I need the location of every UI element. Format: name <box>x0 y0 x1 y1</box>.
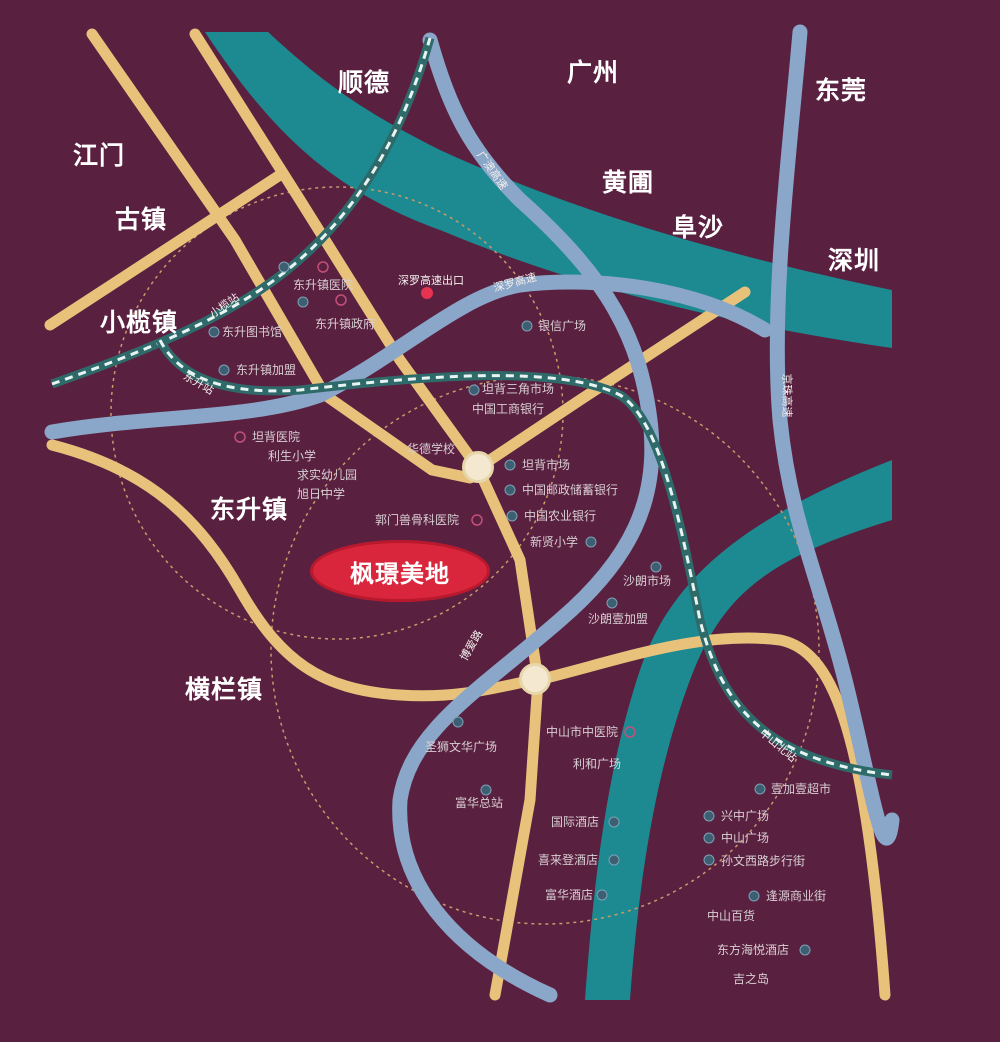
poi-tanbei-hospital[interactable]: 坦背医院 <box>252 430 301 444</box>
road-label-shenluo-exit: 深罗高速出口 <box>398 274 464 287</box>
region-label-dongguan: 东莞 <box>815 76 868 105</box>
poi-shalang-market[interactable]: 沙朗市场 <box>623 574 672 588</box>
poi-zhongshan-plaza[interactable]: 中山广场 <box>721 831 770 845</box>
region-label-henglan: 横栏镇 <box>185 675 264 704</box>
poi-dongsheng-gov[interactable]: 东升镇政府 <box>315 317 376 331</box>
poi-marker <box>208 326 220 338</box>
expressway-shenluo <box>44 274 773 440</box>
poi-shengshi[interactable]: 圣狮文华广场 <box>425 740 498 754</box>
poi-xinxian-school[interactable]: 新贤小学 <box>530 535 579 549</box>
region-label-jiangmen: 江门 <box>73 141 126 170</box>
expressway-east <box>769 24 900 846</box>
poi-oriental-hotel[interactable]: 东方海悦酒店 <box>717 943 790 957</box>
poi-dongsheng-post[interactable]: 东升镇加盟 <box>236 363 297 377</box>
poi-marker <box>504 459 516 471</box>
region-label-shenzhen: 深圳 <box>828 246 881 275</box>
poi-lihua[interactable]: 利和广场 <box>573 757 622 771</box>
avenue-south-curve <box>46 439 891 1001</box>
poi-animal-hospital[interactable]: 郭门兽骨科医院 <box>375 513 460 527</box>
region-label-xiaolan: 小榄镇 <box>100 308 179 337</box>
poi-marker <box>799 944 811 956</box>
poi-xilaideng[interactable]: 喜来登酒店 <box>538 853 599 867</box>
poi-marker <box>606 597 618 609</box>
poi-marker <box>754 783 766 795</box>
poi-icbc[interactable]: 中国工商银行 <box>472 402 545 416</box>
exit-marker <box>421 287 433 299</box>
poi-intl-hotel[interactable]: 国际酒店 <box>551 815 600 829</box>
poi-marker <box>480 784 492 796</box>
poi-marker <box>703 854 715 866</box>
poi-middle-school[interactable]: 旭日中学 <box>297 487 346 501</box>
poi-supermarket[interactable]: 壹加壹超市 <box>771 782 832 796</box>
poi-library[interactable]: 东升图书馆 <box>222 325 283 339</box>
region-label-guzhen: 古镇 <box>115 205 168 234</box>
poi-yinxin[interactable]: 银信广场 <box>538 319 587 333</box>
poi-marker <box>504 484 516 496</box>
poi-shalang-post[interactable]: 沙朗壹加盟 <box>588 612 649 626</box>
expressway-guangao <box>392 32 660 1003</box>
poi-jizhidao[interactable]: 吉之岛 <box>733 972 770 986</box>
avenue-xiaolan <box>44 169 286 331</box>
poi-zhongshan-dept[interactable]: 中山百货 <box>707 909 756 923</box>
junction-south <box>519 663 551 695</box>
project-brand-badge[interactable]: 枫璟美地 <box>310 540 490 602</box>
road-label-express-rail: 京珠高速 <box>780 373 794 418</box>
poi-marker <box>278 261 290 273</box>
poi-tanzhou[interactable]: 坦背三角市场 <box>482 382 555 396</box>
railway-guangzhu-dash <box>51 37 432 386</box>
poi-marker <box>506 510 518 522</box>
poi-marker <box>218 364 230 376</box>
region-label-fusha: 阜沙 <box>672 213 725 242</box>
poi-marker <box>521 320 533 332</box>
river-north <box>205 32 892 348</box>
poi-tanbei-market[interactable]: 坦背市场 <box>522 458 571 472</box>
region-label-guangzhou: 广州 <box>567 58 620 87</box>
junction-north <box>462 451 494 483</box>
poi-marker <box>748 890 760 902</box>
river-east <box>585 460 892 1000</box>
region-label-huangyuan: 黄圃 <box>602 168 655 197</box>
poi-tcm-hospital[interactable]: 中山市中医院 <box>546 725 619 739</box>
poi-kindergarten[interactable]: 求实幼儿园 <box>297 468 358 482</box>
poi-dongsheng-hospital[interactable]: 东升镇医院 <box>293 278 354 292</box>
region-label-dongsheng: 东升镇 <box>210 495 289 524</box>
hospital-marker <box>471 514 483 526</box>
poi-fuhua[interactable]: 富华总站 <box>455 796 504 810</box>
project-brand-name: 枫璟美地 <box>350 559 450 588</box>
poi-lisheng-school[interactable]: 利生小学 <box>268 449 317 463</box>
hospital-marker <box>335 294 347 306</box>
poi-sunwen[interactable]: 孙文西路步行街 <box>721 854 806 868</box>
poi-marker <box>596 889 608 901</box>
poi-marker <box>468 384 480 396</box>
poi-marker <box>703 810 715 822</box>
railway-dongsheng-dash <box>158 339 893 777</box>
poi-post-bank[interactable]: 中国邮政储蓄银行 <box>522 483 619 497</box>
avenue-east <box>472 286 751 474</box>
poi-marker <box>297 296 309 308</box>
region-label-shunde: 顺德 <box>338 68 391 97</box>
hospital-marker <box>234 431 246 443</box>
hospital-marker <box>317 261 329 273</box>
avenue-main-diag <box>189 28 544 1001</box>
poi-xingzhong[interactable]: 兴中广场 <box>721 809 770 823</box>
poi-marker <box>585 536 597 548</box>
poi-huade-school[interactable]: 华德学校 <box>407 442 456 456</box>
poi-fuhua-hotel[interactable]: 富华酒店 <box>545 888 594 902</box>
poi-fengyuan[interactable]: 逢源商业街 <box>766 889 827 903</box>
poi-marker <box>703 832 715 844</box>
poi-marker <box>608 816 620 828</box>
poi-marker <box>608 854 620 866</box>
poi-agri-bank[interactable]: 中国农业银行 <box>524 509 597 523</box>
poi-marker <box>650 561 662 573</box>
poi-marker <box>452 716 464 728</box>
hospital-marker <box>624 726 636 738</box>
